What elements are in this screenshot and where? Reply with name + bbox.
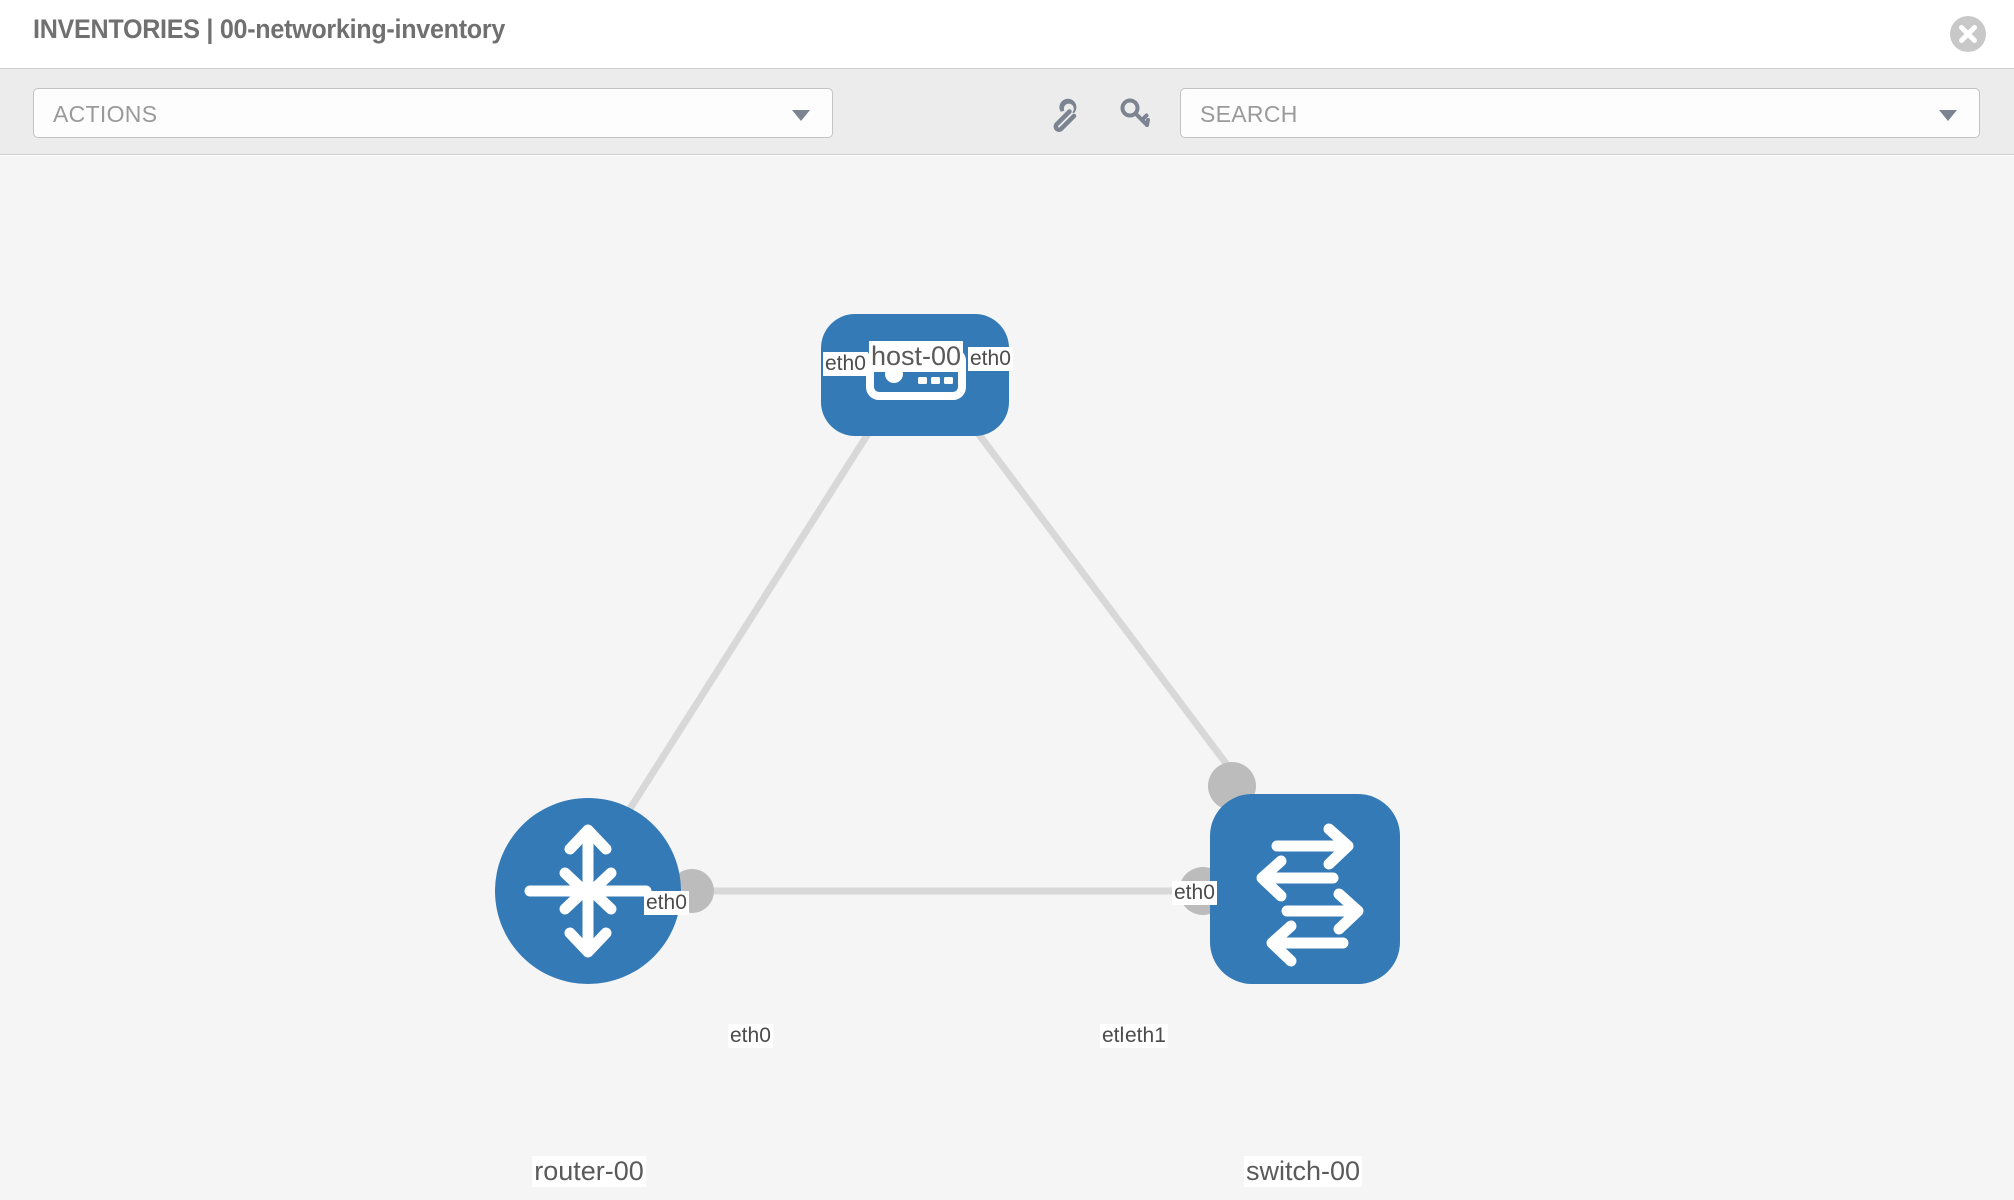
toolbar: ACTIONS SEARCH — [0, 68, 2014, 155]
topology-edges — [597, 393, 1246, 895]
node-switch-00 — [1210, 794, 1400, 984]
iface-label-router-up: eth0 — [644, 891, 689, 915]
wrench-icon[interactable] — [1046, 93, 1086, 133]
chevron-down-icon — [1939, 110, 1957, 121]
page-header: INVENTORIES | 00-networking-inventory — [0, 0, 2014, 68]
node-label-host-00: host-00 — [868, 341, 964, 372]
page-title: INVENTORIES | 00-networking-inventory — [33, 14, 506, 44]
node-label-router-00: router-00 — [532, 1156, 646, 1187]
close-icon[interactable] — [1950, 16, 1986, 52]
switch-arrows-icon — [1256, 823, 1364, 967]
search-placeholder: SEARCH — [1200, 101, 1298, 127]
iface-label-router-right: eth0 — [728, 1024, 773, 1048]
iface-label-switch-left: eth1 — [1123, 1024, 1168, 1048]
topology-graph — [495, 314, 1400, 984]
node-router-00 — [495, 798, 681, 984]
key-icon[interactable] — [1115, 93, 1155, 133]
chevron-down-icon — [792, 110, 810, 121]
edge-host-router — [597, 394, 895, 858]
topology-canvas[interactable]: eth0 eth0 eth0 eth0 eth0 eth eth1 host-0… — [0, 156, 2014, 1200]
iface-label-host-left: eth0 — [823, 352, 868, 376]
edge-host-switch — [947, 393, 1246, 789]
search-input[interactable]: SEARCH — [1180, 88, 1980, 138]
iface-label-host-right: eth0 — [968, 347, 1013, 371]
actions-dropdown-label: ACTIONS — [53, 101, 158, 127]
actions-dropdown[interactable]: ACTIONS — [33, 88, 833, 138]
node-label-switch-00: switch-00 — [1243, 1156, 1363, 1187]
router-arrows-icon — [524, 824, 652, 958]
iface-label-switch-up: eth0 — [1172, 881, 1217, 905]
